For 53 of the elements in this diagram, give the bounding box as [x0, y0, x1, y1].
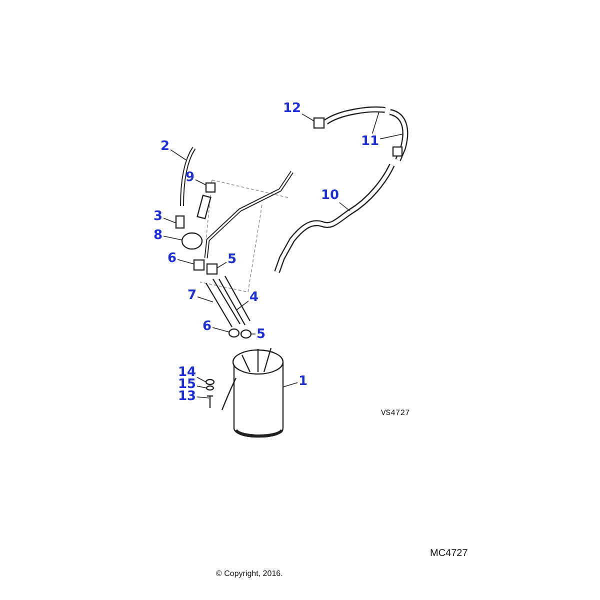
- hose-clip: [313, 117, 325, 129]
- seal-ring: [240, 329, 252, 339]
- bolt-drawing: [206, 395, 214, 409]
- seal-ring: [228, 328, 240, 338]
- leader-line: [380, 134, 404, 140]
- leader-line: [196, 386, 207, 388]
- clip: [193, 259, 205, 271]
- valve: [181, 232, 203, 250]
- hose-drawing: [324, 106, 408, 162]
- callout-number: 6: [201, 318, 213, 334]
- callout-number: 6: [166, 250, 178, 266]
- callout-number: 7: [186, 288, 198, 302]
- connector-drawing: [196, 182, 216, 220]
- callout-number: 4: [248, 290, 260, 304]
- drawing-code: VS4727: [381, 409, 410, 418]
- callout-number: 12: [282, 100, 302, 116]
- callout-number: 5: [255, 326, 267, 342]
- callout-number: 14: [176, 364, 198, 380]
- leader-line: [196, 376, 206, 382]
- hose-drawing: [274, 164, 395, 274]
- washer: [205, 378, 215, 386]
- callout-number: 15: [176, 376, 198, 392]
- callout-number: 11: [360, 134, 380, 148]
- canister-drawing: [221, 347, 284, 438]
- leader-line: [372, 112, 380, 134]
- leader-line: [236, 300, 249, 310]
- leader-line: [196, 396, 210, 398]
- leader-line: [177, 259, 194, 264]
- leader-line: [216, 262, 227, 268]
- callout-number: 13: [176, 388, 198, 404]
- leader-line: [338, 202, 350, 212]
- callout-number: 5: [226, 252, 238, 266]
- callout-number: 3: [152, 208, 164, 224]
- leader-line: [197, 296, 214, 302]
- callout-number: 9: [184, 170, 196, 184]
- leader-line: [163, 236, 182, 240]
- callout-number: 8: [152, 228, 164, 242]
- hose-drawing: [180, 146, 196, 206]
- callout-number: 10: [320, 188, 340, 202]
- callout-number: 1: [297, 374, 309, 388]
- clip: [175, 215, 185, 229]
- leader-line: [195, 179, 206, 186]
- leader-line: [302, 114, 314, 122]
- copyright-notice: © Copyright, 2016.: [216, 569, 283, 578]
- leader-line: [170, 149, 186, 160]
- pipe-drawing: [218, 275, 251, 326]
- leader-line: [282, 382, 298, 388]
- leader-line: [212, 327, 230, 332]
- washer: [206, 385, 214, 391]
- callout-number: 2: [159, 138, 171, 154]
- leader-line: [163, 218, 176, 224]
- clip: [206, 263, 218, 275]
- reference-code: MC4727: [430, 548, 468, 559]
